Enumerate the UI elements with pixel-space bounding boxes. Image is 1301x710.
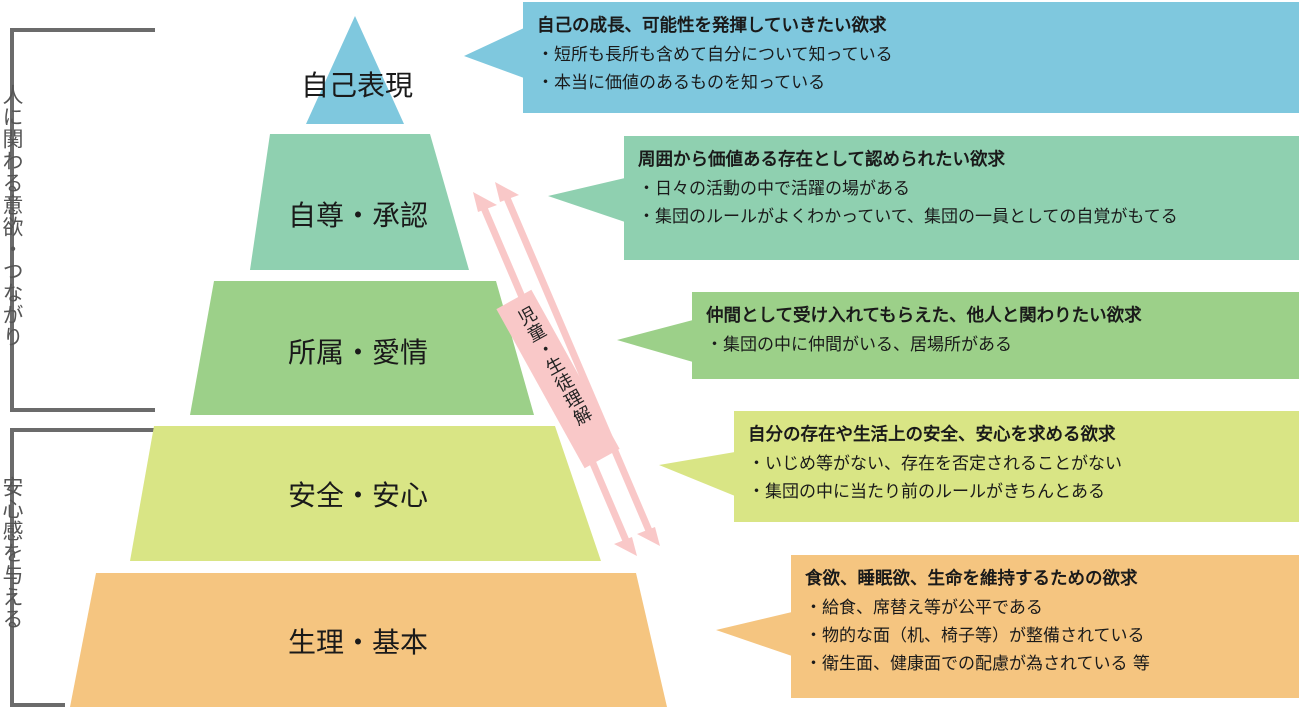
lower-bracket [10, 428, 160, 707]
callout-points: ・日々の活動の中で活躍の場がある ・集団のルールがよくわかっていて、集団の一員と… [638, 175, 1285, 231]
level-label-physiological: 生理・基本 [287, 626, 429, 659]
side-label-upper: 人に関わる意欲・つながり [0, 84, 24, 348]
level-label-esteem: 自尊・承認 [287, 199, 429, 232]
level-label-safety: 安全・安心 [287, 479, 429, 512]
callout-point: ・集団の中に仲間がいる、居場所がある [706, 335, 1012, 355]
callout-points: ・給食、席替え等が公平である ・物的な面（机、椅子等）が整備されている ・衛生面… [805, 594, 1285, 678]
callout-title: 自己の成長、可能性を発揮していきたい欲求 [537, 16, 887, 36]
callout-point: ・物的な面（机、椅子等）が整備されている [805, 626, 1145, 646]
callout-point: ・集団の中に当たり前のルールがきちんとある [748, 482, 1105, 502]
callout-pointer-2 [548, 178, 625, 222]
callout-point: ・給食、席替え等が公平である [805, 598, 1043, 618]
callout-box-self-expression: 自己の成長、可能性を発揮していきたい欲求 ・短所も長所も含めて自分について知って… [523, 2, 1299, 113]
callout-point: ・短所も長所も含めて自分について知っている [537, 45, 893, 65]
callout-points: ・いじめ等がない、存在を否定されることがない ・集団の中に当たり前のルールがきち… [748, 450, 1285, 506]
callout-point: ・日々の活動の中で活躍の場がある [638, 179, 910, 199]
callout-point: ・本当に価値のあるものを知っている [537, 73, 826, 93]
callout-point: ・集団のルールがよくわかっていて、集団の一員としての自覚がもてる [638, 207, 1178, 227]
arrowheads [473, 182, 660, 556]
callout-points: ・集団の中に仲間がいる、居場所がある [706, 331, 1285, 359]
upper-bracket [10, 28, 155, 412]
callout-pointer-1 [464, 28, 524, 78]
center-label-bg [496, 289, 620, 469]
callout-box-physiological: 食欲、睡眠欲、生命を維持するための欲求 ・給食、席替え等が公平である ・物的な面… [791, 555, 1299, 698]
callout-box-safety: 自分の存在や生活上の安全、安心を求める欲求 ・いじめ等がない、存在を否定されるこ… [734, 411, 1299, 522]
callout-point: ・衛生面、健康面での配慮が為されている 等 [805, 654, 1150, 674]
level-label-belonging: 所属・愛情 [287, 336, 429, 369]
callout-pointer-3 [617, 320, 693, 362]
callout-point: ・いじめ等がない、存在を否定されることがない [748, 454, 1122, 474]
side-label-lower: 安心感を与える [0, 476, 24, 630]
tier-2-esteem [250, 134, 469, 270]
callout-title: 仲間として受け入れてもらえた、他人と関わりたい欲求 [706, 306, 1142, 326]
callout-title: 自分の存在や生活上の安全、安心を求める欲求 [748, 425, 1116, 445]
callout-points: ・短所も長所も含めて自分について知っている ・本当に価値のあるものを知っている [537, 41, 1285, 97]
callout-title: 食欲、睡眠欲、生命を維持するための欲求 [805, 569, 1138, 589]
callout-pointer-4 [659, 452, 735, 496]
callout-title: 周囲から価値ある存在として認められたい欲求 [638, 150, 1005, 170]
level-label-self-expression: 自己表現 [300, 69, 414, 102]
callout-box-belonging: 仲間として受け入れてもらえた、他人と関わりたい欲求 ・集団の中に仲間がいる、居場… [692, 292, 1299, 379]
tier-3-belonging [190, 281, 534, 415]
tier-1-self-expression [306, 16, 404, 124]
callout-box-esteem: 周囲から価値ある存在として認められたい欲求 ・日々の活動の中で活躍の場がある ・… [624, 136, 1299, 260]
callout-pointer-5 [716, 612, 792, 656]
tier-5-physiological [70, 573, 667, 707]
tier-4-safety [130, 426, 601, 561]
